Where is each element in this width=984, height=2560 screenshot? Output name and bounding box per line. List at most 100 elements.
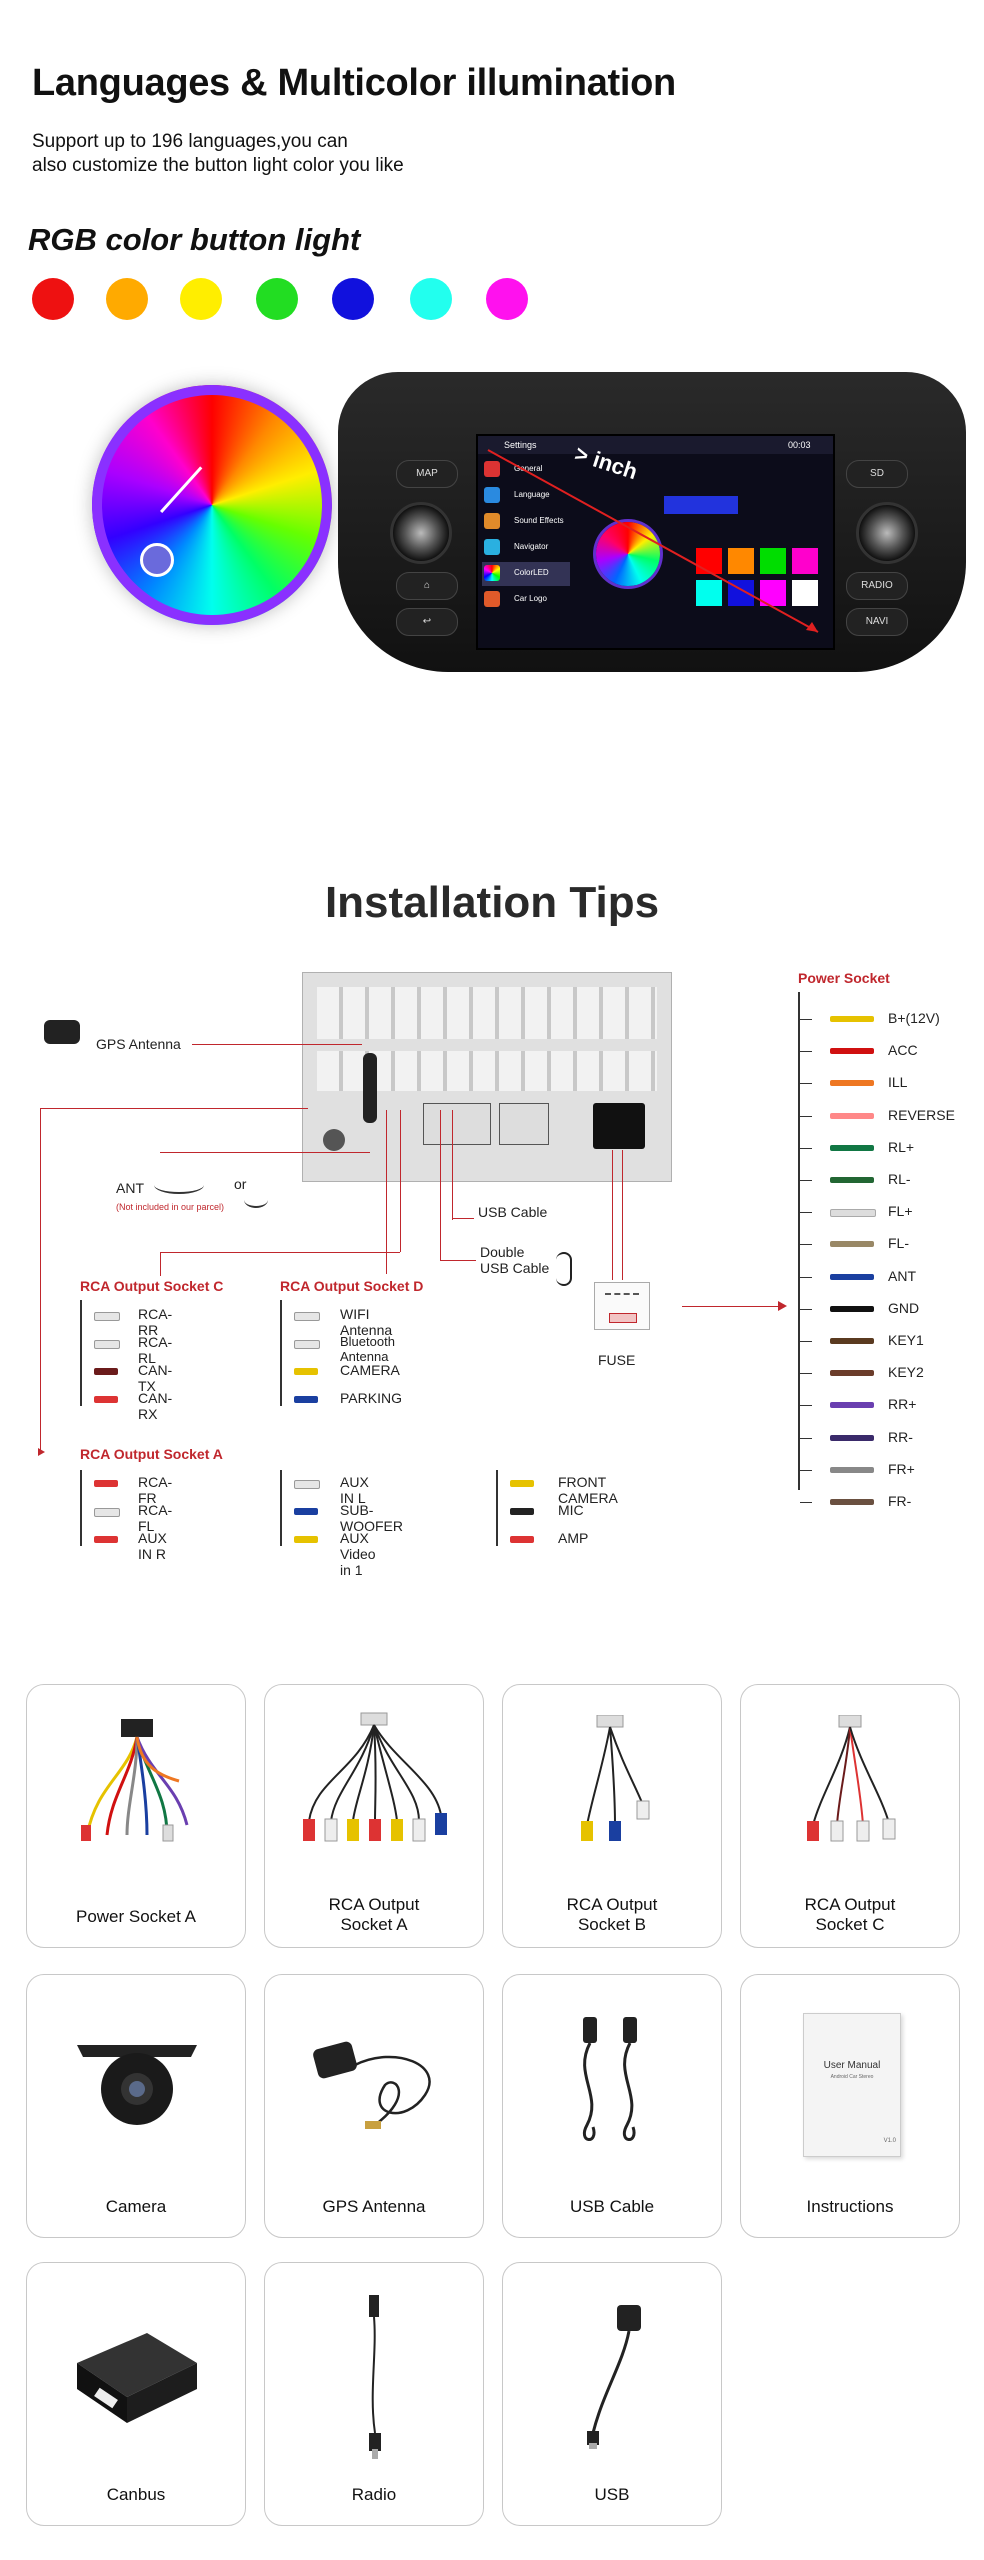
gps-antenna-label: GPS Antenna (96, 1036, 181, 1052)
rca-d-title: RCA Output Socket D (280, 1278, 424, 1294)
power-socket-item: FR- (800, 1493, 980, 1513)
accessory-card: Camera (26, 1974, 246, 2238)
rca-c-title: RCA Output Socket C (80, 1278, 224, 1294)
palette-swatch-red[interactable] (696, 548, 722, 574)
power-socket-item: ACC (800, 1042, 980, 1062)
menu-car-logo[interactable]: Car Logo (482, 588, 570, 612)
power-socket-item: ILL (800, 1074, 980, 1094)
back-button[interactable]: ↩ (396, 608, 458, 636)
power-socket-item: FR+ (800, 1461, 980, 1481)
palette-swatch-orange[interactable] (728, 548, 754, 574)
accessory-card: Canbus (26, 2262, 246, 2526)
menu-language[interactable]: Language (482, 484, 570, 508)
color-dot-yellow (180, 278, 222, 320)
home-button[interactable]: ⌂ (396, 572, 458, 600)
usb-connector-block (499, 1103, 549, 1145)
rgb-title: RGB color button light (28, 222, 361, 257)
radio-button[interactable]: RADIO (846, 572, 908, 600)
canbus-icon (77, 2333, 197, 2423)
palette-swatch-cyan[interactable] (696, 580, 722, 606)
radio-cable-icon (369, 2295, 381, 2459)
power-socket-item: GND (800, 1300, 980, 1320)
wire-color-swatch (830, 1112, 874, 1119)
rca-c-item: RCA-RR (138, 1306, 173, 1338)
map-button[interactable]: MAP (396, 460, 458, 488)
power-socket-label: ILL (888, 1074, 908, 1091)
power-socket-title: Power Socket (798, 970, 890, 986)
color-dot-green (256, 278, 298, 320)
power-socket-label: FL+ (888, 1203, 913, 1220)
accessory-card: User Manual Android Car Stereo V1.0 Inst… (740, 1974, 960, 2238)
car-radio-unit: MAP ⌂ ↩ SD RADIO NAVI Settings 00:03 Gen… (338, 372, 966, 672)
usb-cable-label: USB Cable (478, 1204, 548, 1220)
power-socket-item: RL- (800, 1171, 980, 1191)
user-manual-icon: User Manual Android Car Stereo V1.0 (803, 2013, 901, 2157)
wire-color-swatch (830, 1016, 874, 1022)
accessory-label: Power Socket A (75, 1907, 196, 1926)
right-tune-knob[interactable] (856, 502, 918, 564)
subtitle-line-2: also customize the button light color yo… (32, 155, 404, 176)
rca-output-socket-c-icon (807, 1715, 896, 1842)
gps-antenna-connector (363, 1053, 377, 1123)
rca-d-item: PARKING (340, 1390, 402, 1406)
rca-c-item: CAN-RX (138, 1390, 173, 1422)
screen-time: 00:03 (788, 440, 811, 450)
rca-d-item: Bluetooth Antenna (340, 1334, 395, 1364)
power-socket-icon (81, 1719, 189, 1842)
color-wheel-knob (140, 543, 174, 577)
power-socket-item: RL+ (800, 1139, 980, 1159)
usb-cable-icon (583, 2017, 637, 2141)
accessory-card: GPS Antenna (264, 1974, 484, 2238)
wire-color-swatch (830, 1305, 874, 1312)
power-socket-label: ACC (888, 1042, 918, 1059)
or-label: or (234, 1176, 247, 1192)
rca-output-socket-a-icon (303, 1712, 447, 1842)
menu-navigator[interactable]: Navigator (482, 536, 570, 560)
power-socket-label: B+(12V) (888, 1010, 940, 1026)
power-socket-item: FL+ (800, 1203, 980, 1223)
rca-d-item: CAMERA (340, 1362, 400, 1378)
accessory-label: USB Cable (569, 2197, 655, 2216)
accessory-card: USB Cable (502, 1974, 722, 2238)
palette-swatch-green[interactable] (760, 548, 786, 574)
rca-a-item: AUX Video in 1 (340, 1530, 376, 1578)
navi-button[interactable]: NAVI (846, 608, 908, 636)
rca-a-item: AMP (558, 1530, 589, 1546)
screen-color-wheel-icon[interactable] (596, 522, 660, 586)
sd-button[interactable]: SD (846, 460, 908, 488)
accessory-label: Instructions (806, 2197, 894, 2216)
color-dot-blue (332, 278, 374, 320)
power-socket-label: RL+ (888, 1138, 915, 1155)
arrow-icon (778, 1301, 787, 1311)
power-socket-label: RL- (888, 1171, 911, 1187)
ant-label: ANT (116, 1180, 144, 1196)
rca-connector-block (423, 1103, 491, 1145)
power-socket-item: B+(12V) (800, 1010, 980, 1030)
wire-color-swatch (830, 1434, 874, 1441)
double-usb-icon (556, 1252, 572, 1286)
power-socket-label: FR+ (888, 1460, 915, 1477)
power-socket-label: ANT (888, 1267, 916, 1284)
power-socket-item: KEY2 (800, 1364, 980, 1384)
accessory-card: USB (502, 2262, 722, 2526)
accessory-card: Radio (264, 2262, 484, 2526)
left-volume-knob[interactable] (390, 502, 452, 564)
wire-color-swatch (830, 1080, 874, 1087)
menu-general[interactable]: General (482, 458, 570, 482)
color-dot-cyan (410, 278, 452, 320)
rca-a-item: RCA-FL (138, 1502, 173, 1534)
rca-a-item: FRONT CAMERA (558, 1474, 618, 1506)
menu-colorled[interactable]: ColorLED (482, 562, 570, 586)
subtitle: Support up to 196 languages,you can also… (32, 130, 552, 178)
palette-swatch-pink[interactable] (792, 548, 818, 574)
double-usb-label: Double USB Cable (480, 1244, 550, 1276)
rca-output-socket-b-icon (581, 1715, 650, 1841)
gps-antenna-icon (44, 1020, 80, 1044)
screen-color-bar (664, 496, 738, 514)
menu-sound-effects[interactable]: Sound Effects (482, 510, 570, 534)
screen-status-bar: Settings 00:03 (478, 436, 833, 454)
accessory-label: GPS Antenna (322, 2197, 426, 2216)
accessory-label: Radio (351, 2485, 397, 2504)
palette-swatch-white[interactable] (792, 580, 818, 606)
